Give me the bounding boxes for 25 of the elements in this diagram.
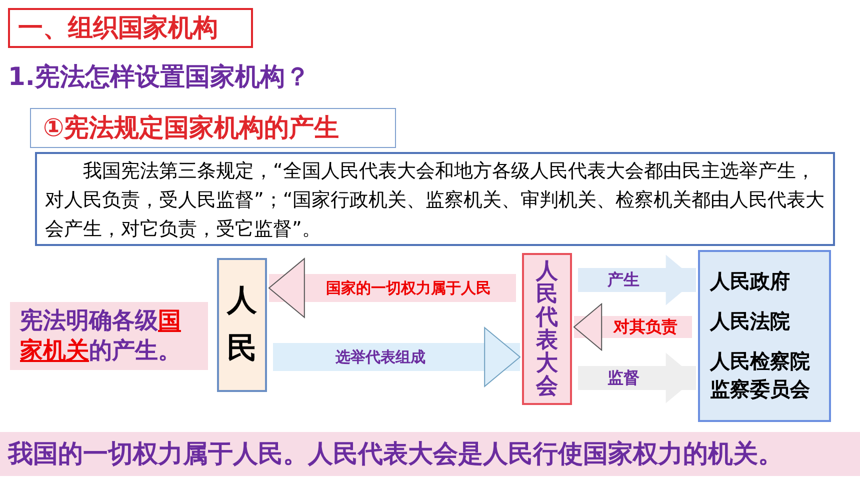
edge-label: 选举代表组成 <box>334 346 426 368</box>
organ-name: 监察委员会 <box>710 376 810 403</box>
organs-box <box>698 250 831 422</box>
organ-name: 人民法院 <box>710 308 790 335</box>
subheading-box: ①宪法规定国家机构的产生 <box>30 108 396 148</box>
organ-name: 人民政府 <box>710 268 790 295</box>
right-block-arrow <box>273 327 520 387</box>
heading: 1.宪法怎样设置国家机构？ <box>8 61 310 93</box>
box-label: 人民代表大会 <box>536 260 558 398</box>
right-block-arrow <box>578 254 696 306</box>
left-block-arrow <box>574 303 692 351</box>
people-box <box>217 258 267 392</box>
left-block-arrow <box>268 258 516 318</box>
quotation-box: 我国宪法第三条规定，“全国人民代表大会和地方各级人民代表大会都由民主选举产生，对人民负责，受人民监督”；“国家行政机关、监察机关、审判机关、检察机关都由人民代表大会产生，对它负责，受它监督”。 <box>35 152 835 246</box>
note-box: 宪法明确各级国家机关的产生。 <box>10 302 208 370</box>
congress-box <box>522 253 572 405</box>
edge-label: 对其负责 <box>612 316 678 338</box>
conclusion-banner: 我国的一切权力属于人民。人民代表大会是人民行使国家权力的机关。 <box>0 432 860 476</box>
edge-label: 监督 <box>606 367 640 389</box>
edge-label: 产生 <box>606 269 640 291</box>
right-block-arrow <box>578 352 696 404</box>
box-label: 人民 <box>227 282 257 368</box>
organ-name: 人民检察院 <box>710 348 810 375</box>
title-box: 一、组织国家机构 <box>8 8 253 48</box>
edge-label: 国家的一切权力属于人民 <box>325 278 492 299</box>
